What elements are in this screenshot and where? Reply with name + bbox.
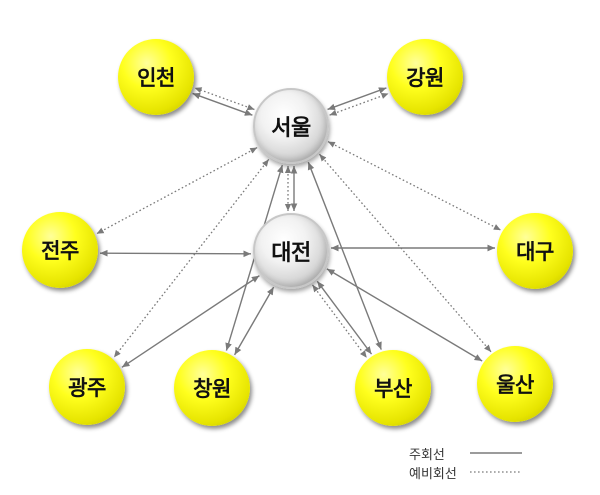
edge-daejeon-busan-main: [316, 280, 373, 355]
edge-daejeon-changwon-main: [233, 286, 275, 356]
node-label: 전주: [41, 239, 79, 263]
node-ulsan: 울산: [477, 346, 553, 422]
node-label: 강원: [406, 66, 444, 90]
legend-main-label: 주회선: [409, 448, 445, 463]
edge-seoul-gwangju-backup: [113, 158, 270, 358]
node-daejeon: 대전: [253, 213, 329, 289]
node-label: 인천: [137, 66, 175, 90]
node-gwangju: 광주: [49, 349, 125, 425]
edge-daejeon-busan-backup: [311, 284, 368, 359]
node-changwon: 창원: [174, 350, 250, 426]
edge-seoul-incheon-backup: [194, 87, 255, 111]
node-label: 광주: [68, 376, 106, 400]
node-gangwon: 강원: [387, 39, 463, 115]
node-daegu: 대구: [497, 213, 573, 289]
edge-seoul-daegu-backup: [327, 140, 502, 231]
edge-seoul-ulsan-backup: [318, 153, 492, 353]
edge-seoul-gangwon-backup: [329, 92, 389, 116]
legend: [470, 452, 522, 473]
edge-seoul-jeonju-backup: [96, 146, 258, 235]
edge-daejeon-ulsan-main: [326, 268, 483, 362]
edge-seoul-gangwon-main: [327, 87, 387, 111]
node-label: 대전: [271, 241, 311, 266]
node-seoul: 서울: [253, 88, 329, 164]
edge-seoul-incheon-main: [192, 92, 253, 116]
node-incheon: 인천: [118, 39, 194, 115]
legend-backup-label: 예비회선: [409, 467, 457, 482]
node-label: 울산: [496, 373, 534, 397]
node-label: 부산: [374, 377, 412, 401]
node-label: 창원: [193, 377, 231, 401]
node-label: 대구: [516, 240, 554, 264]
node-busan: 부산: [355, 350, 431, 426]
node-jeonju: 전주: [22, 212, 98, 288]
edge-daejeon-jeonju-main: [99, 249, 251, 258]
node-label: 서울: [271, 116, 311, 141]
